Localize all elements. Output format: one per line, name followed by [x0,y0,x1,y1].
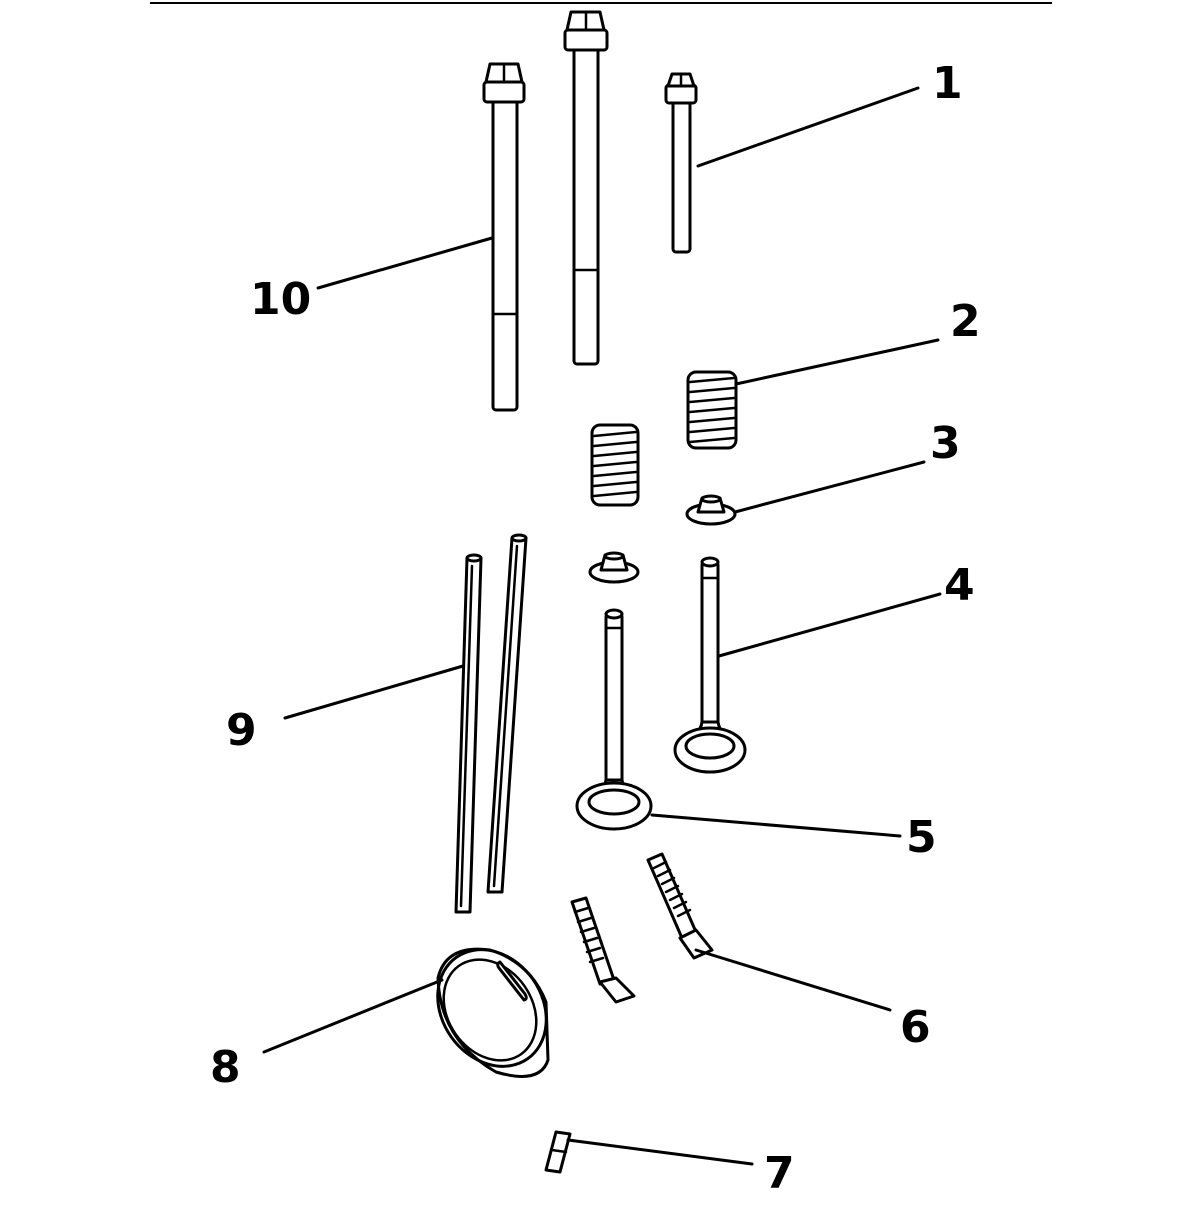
leader-line-2 [734,338,940,386]
callout-5: 5 [906,812,937,863]
ring-8 [436,947,550,1078]
leader-line-5 [650,813,902,838]
valve-spring-right [686,370,738,450]
leader-line-10 [316,236,494,290]
leader-line-7 [566,1138,754,1166]
leader-line-4 [717,592,942,658]
valve-stem-seal-right [685,494,737,526]
pushrod-right [486,533,528,894]
long-head-bolt-center [563,10,609,366]
callout-7: 7 [764,1148,795,1199]
leader-line-6 [694,948,892,1012]
leader-line-9 [283,664,465,720]
valve-right [673,556,747,774]
callout-6: 6 [900,1002,931,1053]
valve-left [575,608,653,831]
callout-4: 4 [944,560,975,611]
leader-line-1 [696,86,920,168]
stud-left [570,896,636,1004]
valve-spring-left [590,423,640,507]
short-head-bolt [664,72,698,254]
stud-right [646,852,714,960]
callout-3: 3 [930,418,961,469]
callout-2: 2 [950,296,981,347]
leader-line-3 [733,460,926,514]
valve-stem-seal-left [588,551,640,584]
pin-7 [544,1130,572,1174]
callout-1: 1 [932,58,963,109]
callout-8: 8 [210,1042,241,1093]
callout-9: 9 [226,705,257,756]
pushrod-left [454,553,483,914]
callout-10: 10 [250,274,311,325]
leader-line-8 [262,978,444,1054]
long-head-bolt-left [482,62,526,412]
